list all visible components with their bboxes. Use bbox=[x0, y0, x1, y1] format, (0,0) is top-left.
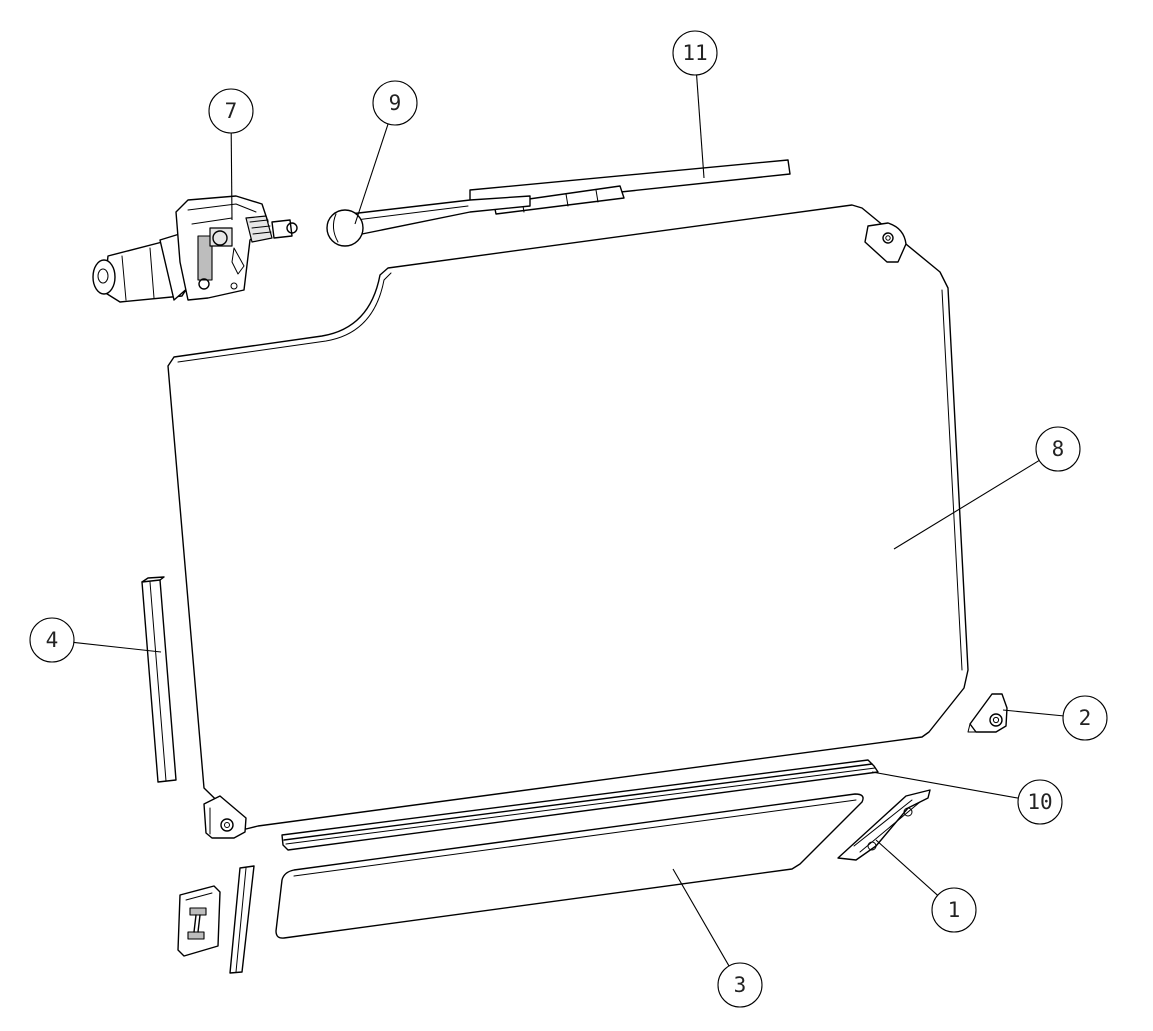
hinge-bracket-bottom-left bbox=[203, 795, 247, 839]
callout-label-7: 7 bbox=[225, 99, 238, 123]
callout-label-8: 8 bbox=[1052, 437, 1065, 461]
callout-balloon-8 bbox=[1035, 426, 1081, 472]
callout-3: 3 bbox=[672, 868, 763, 1008]
callout-label-3: 3 bbox=[734, 973, 747, 997]
callout-balloon-1 bbox=[931, 887, 977, 933]
callout-1: 1 bbox=[875, 839, 977, 933]
part-2-bracket bbox=[967, 693, 1008, 733]
leader-line-1 bbox=[875, 839, 938, 896]
leader-line-3 bbox=[672, 868, 730, 967]
callout-label-9: 9 bbox=[389, 91, 402, 115]
callout-label-2: 2 bbox=[1079, 706, 1092, 730]
callout-balloon-4 bbox=[29, 617, 75, 663]
callout-label-11: 11 bbox=[682, 41, 707, 65]
leader-line-11 bbox=[696, 74, 705, 179]
leader-line-8 bbox=[893, 459, 1040, 550]
hinge-bracket-top-right bbox=[864, 222, 907, 263]
small-seal-strip bbox=[229, 865, 255, 974]
callout-9: 9 bbox=[354, 80, 418, 225]
callout-label-4: 4 bbox=[46, 628, 59, 652]
callout-10: 10 bbox=[871, 771, 1063, 825]
leader-line-9 bbox=[354, 123, 389, 225]
callout-balloon-7 bbox=[208, 88, 254, 134]
callout-2: 2 bbox=[1002, 695, 1108, 741]
callout-balloon-11 bbox=[672, 30, 718, 76]
callout-balloon-10 bbox=[1017, 779, 1063, 825]
end-cap-clip bbox=[177, 885, 221, 957]
glass-panel bbox=[167, 204, 969, 830]
callout-11: 11 bbox=[672, 30, 718, 179]
callout-4: 4 bbox=[29, 617, 162, 663]
leader-line-4 bbox=[73, 641, 162, 653]
callout-7: 7 bbox=[208, 88, 254, 221]
part-4-side-seal bbox=[141, 576, 177, 783]
part-3-lower-panel bbox=[275, 793, 864, 939]
part-9-wiper-arm bbox=[326, 195, 531, 247]
callout-8: 8 bbox=[893, 426, 1081, 550]
leader-line-10 bbox=[871, 771, 1019, 799]
callout-label-10: 10 bbox=[1027, 790, 1052, 814]
part-10-bottom-rail bbox=[281, 759, 879, 851]
leader-line-2 bbox=[1002, 709, 1064, 717]
callout-layer: 1 2 3 4 7 8 9 10 11 bbox=[29, 30, 1108, 1008]
callout-balloon-2 bbox=[1062, 695, 1108, 741]
callout-balloon-3 bbox=[717, 962, 763, 1008]
part-1-clip bbox=[837, 789, 931, 861]
callout-balloon-9 bbox=[372, 80, 418, 126]
callout-label-1: 1 bbox=[948, 898, 961, 922]
leader-line-7 bbox=[230, 132, 233, 221]
part-7-wiper-motor bbox=[92, 195, 298, 303]
